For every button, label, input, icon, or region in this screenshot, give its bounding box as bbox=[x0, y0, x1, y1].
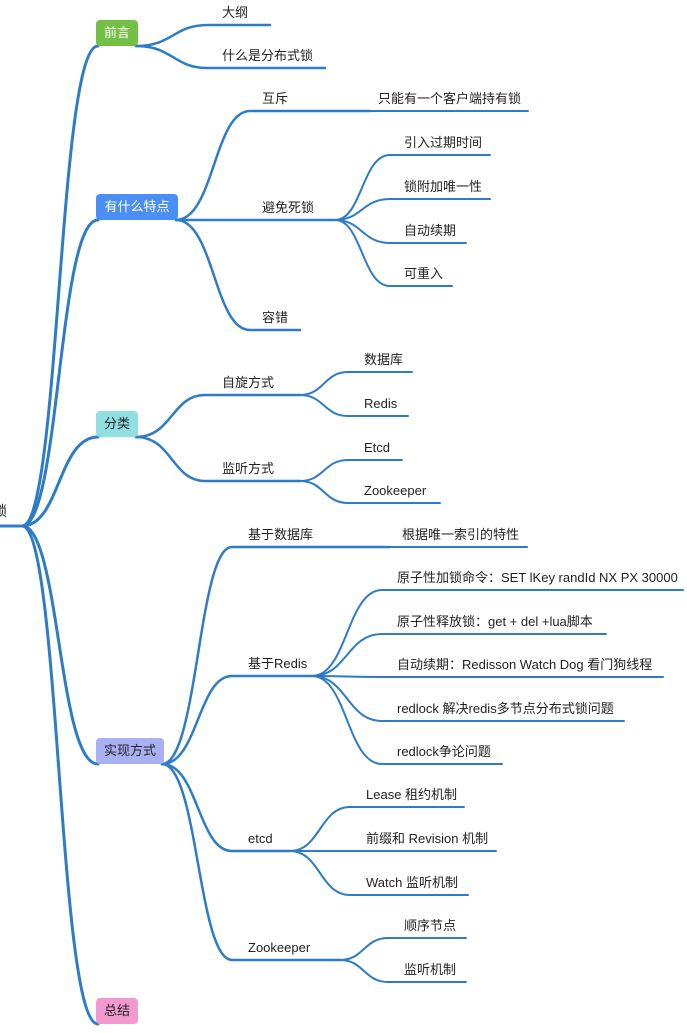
connector-zk-sequential bbox=[339, 937, 467, 961]
detail-unique-index[interactable]: 根据唯一索引的特性 bbox=[402, 527, 520, 542]
connector-etcd-lease bbox=[289, 806, 465, 852]
connector-redis-watchdog bbox=[311, 675, 664, 678]
connector-fault-tolerance bbox=[174, 218, 302, 332]
detail-etcd-revision[interactable]: 前缀和 Revision 机制 bbox=[366, 831, 489, 846]
detail-listen-etcd[interactable]: Etcd bbox=[364, 440, 391, 455]
connector-listen-zookeeper bbox=[299, 480, 441, 504]
connector-spin bbox=[134, 393, 302, 439]
connector-root-features bbox=[20, 218, 100, 528]
connector-impl-etcd bbox=[160, 762, 292, 853]
connector-mutex bbox=[174, 109, 372, 222]
detail-zk-sequential-node[interactable]: 顺序节点 bbox=[404, 918, 457, 933]
detail-auto-renew[interactable]: 自动续期 bbox=[404, 223, 457, 238]
connector-spin-database bbox=[299, 371, 413, 396]
connector-root-implementations bbox=[20, 524, 100, 766]
connector-impl-redis bbox=[160, 674, 314, 766]
detail-zk-watch[interactable]: 监听机制 bbox=[404, 962, 457, 977]
detail-expiry-time[interactable]: 引入过期时间 bbox=[404, 135, 483, 150]
detail-redis-atomic-release[interactable]: 原子性释放锁：get + del +lua脚本 bbox=[397, 614, 593, 629]
detail-redlock[interactable]: redlock 解决redis多节点分布式锁问题 bbox=[397, 701, 614, 716]
connector-unique-id bbox=[334, 198, 491, 221]
detail-reentrant[interactable]: 可重入 bbox=[404, 266, 444, 281]
connector-redis-set bbox=[311, 589, 684, 677]
subtopic-what-is-distributed-lock[interactable]: 什么是分布式锁 bbox=[222, 48, 314, 63]
subtopic-impl-redis[interactable]: 基于Redis bbox=[248, 656, 308, 671]
connector-expiry bbox=[334, 154, 491, 221]
connector-auto-renew bbox=[334, 219, 467, 244]
root-topic[interactable]: 锁 bbox=[0, 503, 7, 519]
topic-features[interactable]: 有什么特点 bbox=[96, 194, 178, 220]
subtopic-listen[interactable]: 监听方式 bbox=[222, 461, 275, 476]
connector-listen-etcd bbox=[299, 459, 403, 482]
subtopic-fault-tolerance[interactable]: 容错 bbox=[262, 310, 289, 325]
detail-listen-zookeeper[interactable]: Zookeeper bbox=[364, 483, 427, 498]
connector-listen bbox=[134, 435, 302, 483]
connector-outline bbox=[134, 23, 272, 48]
subtopic-spin[interactable]: 自旋方式 bbox=[222, 375, 275, 390]
connector-root-categories bbox=[20, 435, 100, 528]
connector-impl-zookeeper bbox=[160, 762, 342, 962]
topic-categories[interactable]: 分类 bbox=[96, 411, 138, 437]
connector-reentrant bbox=[334, 219, 453, 287]
detail-redis-watchdog[interactable]: 自动续期：Redisson Watch Dog 看门狗线程 bbox=[397, 657, 653, 672]
connector-redis-release bbox=[311, 633, 607, 677]
detail-single-holder[interactable]: 只能有一个客户端持有锁 bbox=[378, 91, 522, 106]
detail-etcd-lease[interactable]: Lease 租约机制 bbox=[366, 787, 458, 802]
topic-summary[interactable]: 总结 bbox=[96, 998, 138, 1024]
connector-impl-database bbox=[160, 545, 392, 766]
connector-zk-watch bbox=[339, 959, 467, 983]
connector-group bbox=[0, 23, 684, 1026]
connector-redlock-debate bbox=[311, 675, 503, 765]
detail-spin-redis[interactable]: Redis bbox=[364, 396, 398, 411]
connector-root-foreword bbox=[20, 44, 100, 528]
connector-redlock bbox=[311, 675, 625, 722]
subtopic-avoid-deadlock[interactable]: 避免死锁 bbox=[262, 200, 315, 215]
connector-etcd-watch bbox=[289, 850, 469, 896]
connector-spin-redis bbox=[299, 394, 409, 417]
connector-root-summary bbox=[20, 524, 100, 1026]
detail-etcd-watch[interactable]: Watch 监听机制 bbox=[366, 875, 458, 890]
subtopic-outline[interactable]: 大纲 bbox=[222, 5, 249, 20]
detail-redis-atomic-set[interactable]: 原子性加锁命令：SET lKey randId NX PX 30000 bbox=[397, 570, 678, 585]
subtopic-impl-etcd[interactable]: etcd bbox=[248, 831, 273, 846]
topic-foreword[interactable]: 前言 bbox=[96, 20, 138, 46]
connector-what-is bbox=[134, 44, 327, 70]
subtopic-impl-zookeeper[interactable]: Zookeeper bbox=[248, 940, 311, 955]
subtopic-mutex[interactable]: 互斥 bbox=[262, 91, 289, 106]
detail-spin-database[interactable]: 数据库 bbox=[364, 352, 404, 367]
detail-unique-identity[interactable]: 锁附加唯一性 bbox=[404, 179, 483, 194]
detail-redlock-debate[interactable]: redlock争论问题 bbox=[397, 744, 491, 759]
subtopic-impl-database[interactable]: 基于数据库 bbox=[248, 527, 314, 542]
topic-implementations[interactable]: 实现方式 bbox=[96, 738, 164, 764]
